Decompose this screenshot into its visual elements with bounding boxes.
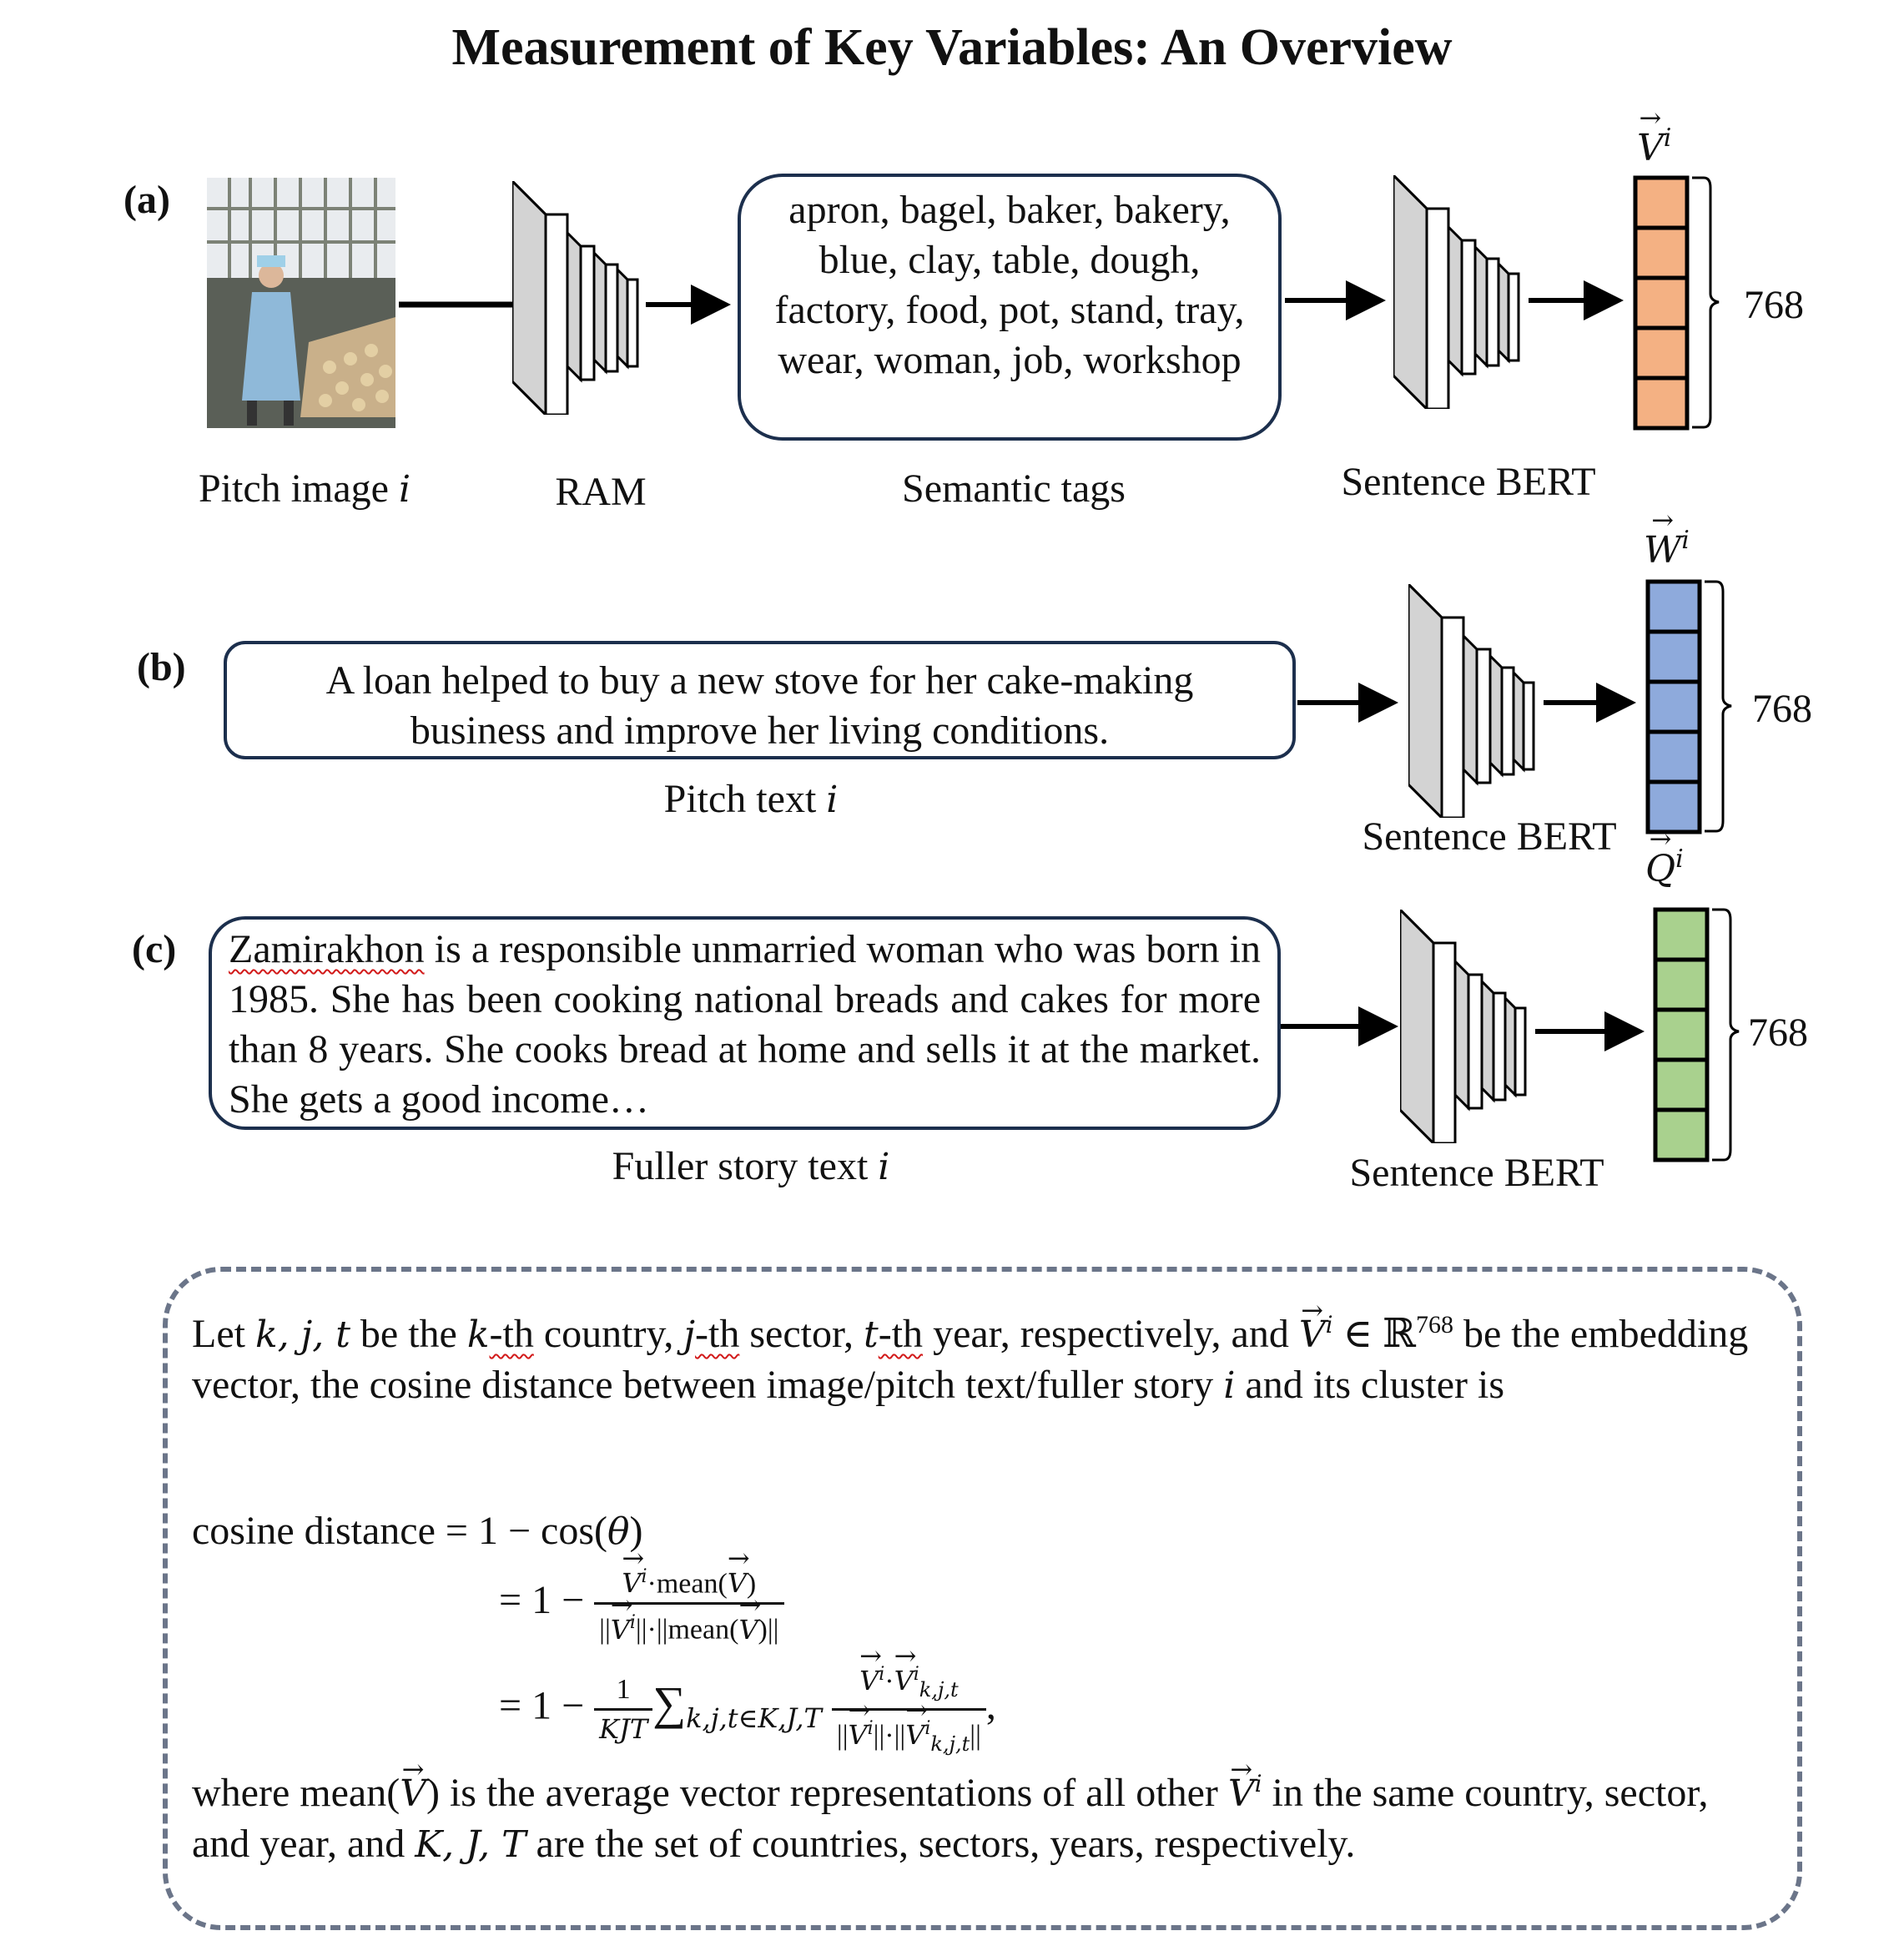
pitch-image: [207, 178, 395, 428]
semantic-tags-text: apron, bagel, baker, bakery, blue, clay,…: [764, 185, 1255, 386]
fuller-story-text: Zamirakhon is a responsible unmarried wo…: [229, 925, 1261, 1125]
vector-q-symbol: Qi: [1645, 844, 1684, 891]
story-first-word: Zamirakhon: [229, 927, 425, 971]
embedding-vector-v: [1635, 178, 1687, 428]
formula-where: where mean(V) is the average vector repr…: [192, 1759, 1760, 1870]
sentence-bert-network-c: [1400, 910, 1525, 1143]
fraction-cosine: Vi·mean(V) ||Vi||·||mean(V)||: [594, 1559, 783, 1649]
dim-bracket-c: [1712, 910, 1739, 1160]
pitch-text: A loan helped to buy a new stove for her…: [260, 656, 1259, 756]
formula-line-3: = 1 − 1 KJT ∑k,j,t∈K,J,T Vi·Vik,j,t ||Vi…: [499, 1656, 996, 1762]
embedding-vector-w: [1648, 582, 1700, 832]
panel-label-c: (c): [132, 926, 176, 972]
ram-network: [512, 181, 637, 415]
dim-bracket-b: [1705, 582, 1731, 831]
semantic-tags-box: apron, bagel, baker, bakery, blue, clay,…: [738, 174, 1282, 441]
dim-bracket-a: [1692, 178, 1719, 427]
sentence-bert-caption-a: Sentence BERT: [1318, 459, 1619, 505]
vector-v-symbol: Vi: [1637, 124, 1671, 170]
vector-q-dim: 768: [1748, 1010, 1808, 1056]
pitch-text-box: A loan helped to buy a new stove for her…: [224, 641, 1296, 759]
embedding-vector-q: [1655, 910, 1707, 1160]
pitch-text-caption: Pitch text i: [584, 776, 918, 822]
panel-label-b: (b): [137, 644, 186, 690]
formula-line-1: cosine distance = 1 − cos(θ): [192, 1506, 642, 1557]
formula-intro: Let k, j, t be the k-th country, j-th se…: [192, 1300, 1760, 1411]
fuller-story-caption: Fuller story text i: [584, 1143, 918, 1189]
sentence-bert-network-b: [1408, 584, 1534, 818]
fraction-one-over-kjt: 1 KJT: [594, 1671, 652, 1747]
sentence-bert-caption-b: Sentence BERT: [1339, 814, 1640, 860]
pitch-image-caption: Pitch image i: [167, 466, 442, 512]
vector-w-symbol: Wi: [1644, 526, 1690, 572]
fraction-sum-term: Vi·Vik,j,t ||Vi||·||Vik,j,t||: [832, 1656, 986, 1762]
formula-line-2: = 1 − Vi·mean(V) ||Vi||·||mean(V)||: [499, 1559, 784, 1649]
vector-v-dim: 768: [1744, 282, 1804, 328]
ram-caption: RAM: [517, 469, 684, 515]
sentence-bert-network-a: [1393, 175, 1519, 409]
sentence-bert-caption-c: Sentence BERT: [1327, 1150, 1627, 1196]
fuller-story-box: Zamirakhon is a responsible unmarried wo…: [209, 916, 1281, 1130]
semantic-tags-caption: Semantic tags: [876, 466, 1151, 512]
panel-label-a: (a): [123, 177, 170, 223]
vector-w-dim: 768: [1752, 686, 1812, 732]
